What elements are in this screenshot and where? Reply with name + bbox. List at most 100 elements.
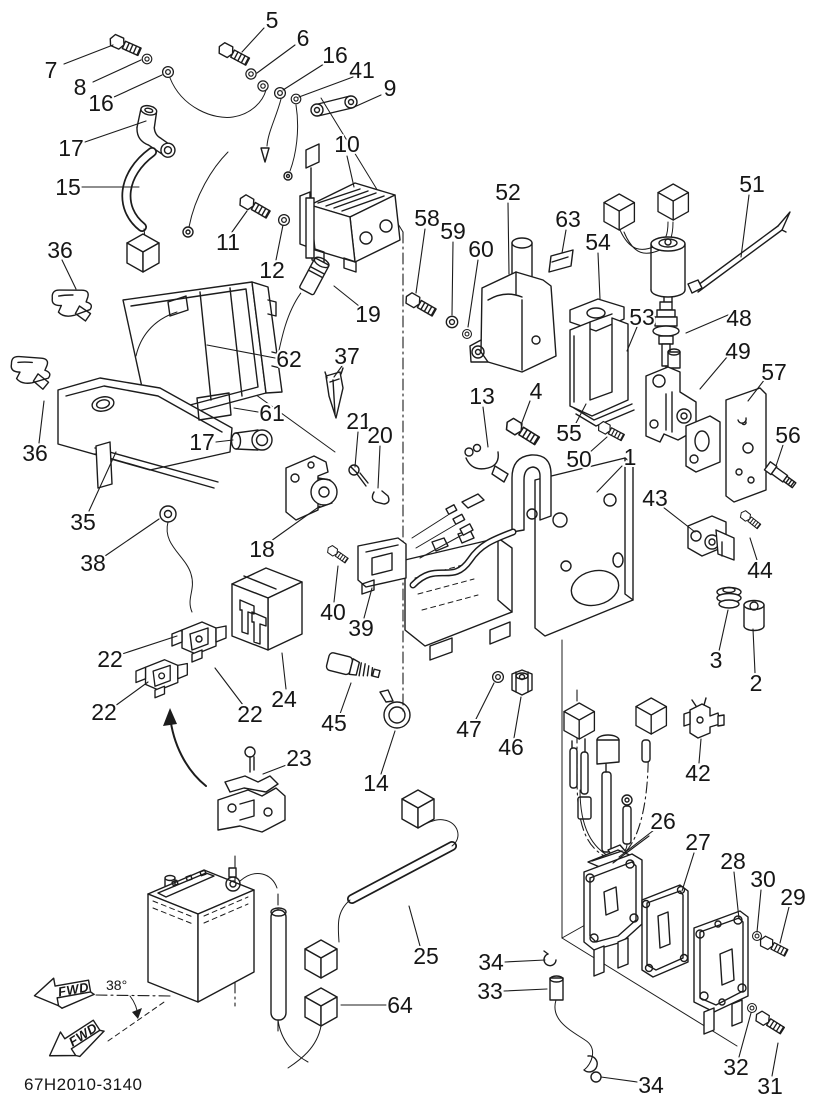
- leader-line-6: [256, 44, 296, 74]
- battery-cable-25: [337, 789, 459, 943]
- bolt-50: [595, 419, 626, 443]
- washer-60: [461, 328, 473, 340]
- leader-line-16: [282, 61, 328, 91]
- callout-48: 48: [726, 305, 752, 331]
- leader-line-37: [333, 365, 343, 378]
- callout-41: 41: [349, 57, 375, 83]
- bracket-9: [310, 95, 358, 117]
- callout-27: 27: [685, 829, 711, 855]
- callout-10: 10: [334, 131, 360, 157]
- callout-3: 3: [710, 647, 723, 673]
- callout-36: 36: [22, 440, 48, 466]
- callout-57: 57: [761, 359, 787, 385]
- leader-line-35: [88, 451, 117, 512]
- callout-60: 60: [468, 236, 494, 262]
- callout-15: 15: [55, 174, 81, 200]
- callout-19: 19: [355, 301, 381, 327]
- screw-40: [325, 543, 350, 565]
- leader-line-46: [513, 696, 522, 739]
- callout-39: 39: [348, 615, 374, 641]
- leader-line-57: [747, 378, 766, 402]
- callout-22: 22: [91, 699, 117, 725]
- relay-24: [231, 567, 303, 651]
- gasket-27: [641, 884, 689, 978]
- leader-line-5: [241, 27, 265, 53]
- leader-line-34: [504, 959, 546, 963]
- bolt-5: [215, 40, 252, 68]
- cable-tie-51: [687, 211, 791, 294]
- callout-24: 24: [271, 686, 297, 712]
- bolt-58: [402, 290, 438, 319]
- leader-line-50: [588, 436, 608, 454]
- leader-line-8: [92, 59, 142, 83]
- leader-line-32: [738, 1012, 752, 1058]
- main-bracket-1: [404, 454, 634, 661]
- ground-leads: [169, 77, 299, 238]
- leader-line-44: [749, 537, 758, 561]
- callout-44: 44: [747, 557, 773, 583]
- leader-line-17: [215, 439, 234, 443]
- leader-line-45: [339, 682, 352, 715]
- leader-line-63: [561, 229, 567, 254]
- callout-2: 2: [750, 670, 763, 696]
- leader-line-49: [699, 356, 728, 390]
- wedge-37: [324, 367, 344, 419]
- leader-line-3: [718, 609, 729, 652]
- callout-33: 33: [477, 978, 503, 1004]
- harness-26: [563, 689, 668, 867]
- leader-line-23: [262, 763, 290, 775]
- callout-30: 30: [750, 866, 776, 892]
- leader-line-56: [775, 444, 784, 467]
- washers-6: [245, 68, 269, 92]
- leader-line-13: [482, 406, 489, 448]
- callout-42: 42: [685, 760, 711, 786]
- callout-34: 34: [638, 1072, 664, 1098]
- bracket-49: [645, 348, 697, 443]
- lead-holder-13: [464, 443, 509, 483]
- grommet-3: [716, 586, 742, 609]
- callout-53: 53: [629, 304, 655, 330]
- leader-line-9: [351, 94, 382, 109]
- spacer-46: [511, 669, 533, 696]
- leader-line-2: [752, 628, 756, 674]
- leader-line-43: [662, 506, 696, 533]
- washer-12: [277, 213, 291, 227]
- sleeve-33: [549, 975, 602, 1083]
- callout-64: 64: [387, 992, 413, 1018]
- callout-1: 1: [624, 444, 637, 470]
- leader-line-51: [740, 194, 750, 258]
- leader-line-29: [779, 906, 790, 944]
- leader-line-38: [104, 518, 160, 557]
- callout-32: 32: [723, 1054, 749, 1080]
- callout-31: 31: [757, 1073, 783, 1099]
- callout-29: 29: [780, 884, 806, 910]
- washer-59: [445, 315, 459, 329]
- callout-12: 12: [259, 257, 285, 283]
- angle-annotation: 38°: [95, 977, 171, 1042]
- bolt-31: [752, 1008, 787, 1037]
- washer-47: [491, 670, 505, 684]
- cdi-unit-10: [299, 143, 401, 273]
- callout-13: 13: [469, 383, 495, 409]
- leader-line-47: [474, 682, 495, 722]
- callout-22: 22: [97, 646, 123, 672]
- callout-45: 45: [321, 710, 347, 736]
- callout-8: 8: [74, 74, 87, 100]
- washer-30: [751, 930, 763, 942]
- callout-35: 35: [70, 509, 96, 535]
- callout-54: 54: [585, 229, 611, 255]
- leader-line-22: [114, 681, 149, 707]
- leader-line-59: [451, 241, 454, 316]
- callout-layer: 5678161641917151011121936363538626117372…: [20, 5, 808, 1101]
- leader-line-11: [231, 210, 248, 233]
- cover-28: [693, 910, 749, 1035]
- rectifier-52: [469, 237, 557, 373]
- relay-18: [285, 455, 338, 521]
- leader-line-61: [233, 407, 259, 413]
- callout-43: 43: [642, 485, 668, 511]
- bracket-53-55: [569, 313, 635, 427]
- leader-line-1: [596, 465, 623, 493]
- bracket-54: [569, 298, 625, 332]
